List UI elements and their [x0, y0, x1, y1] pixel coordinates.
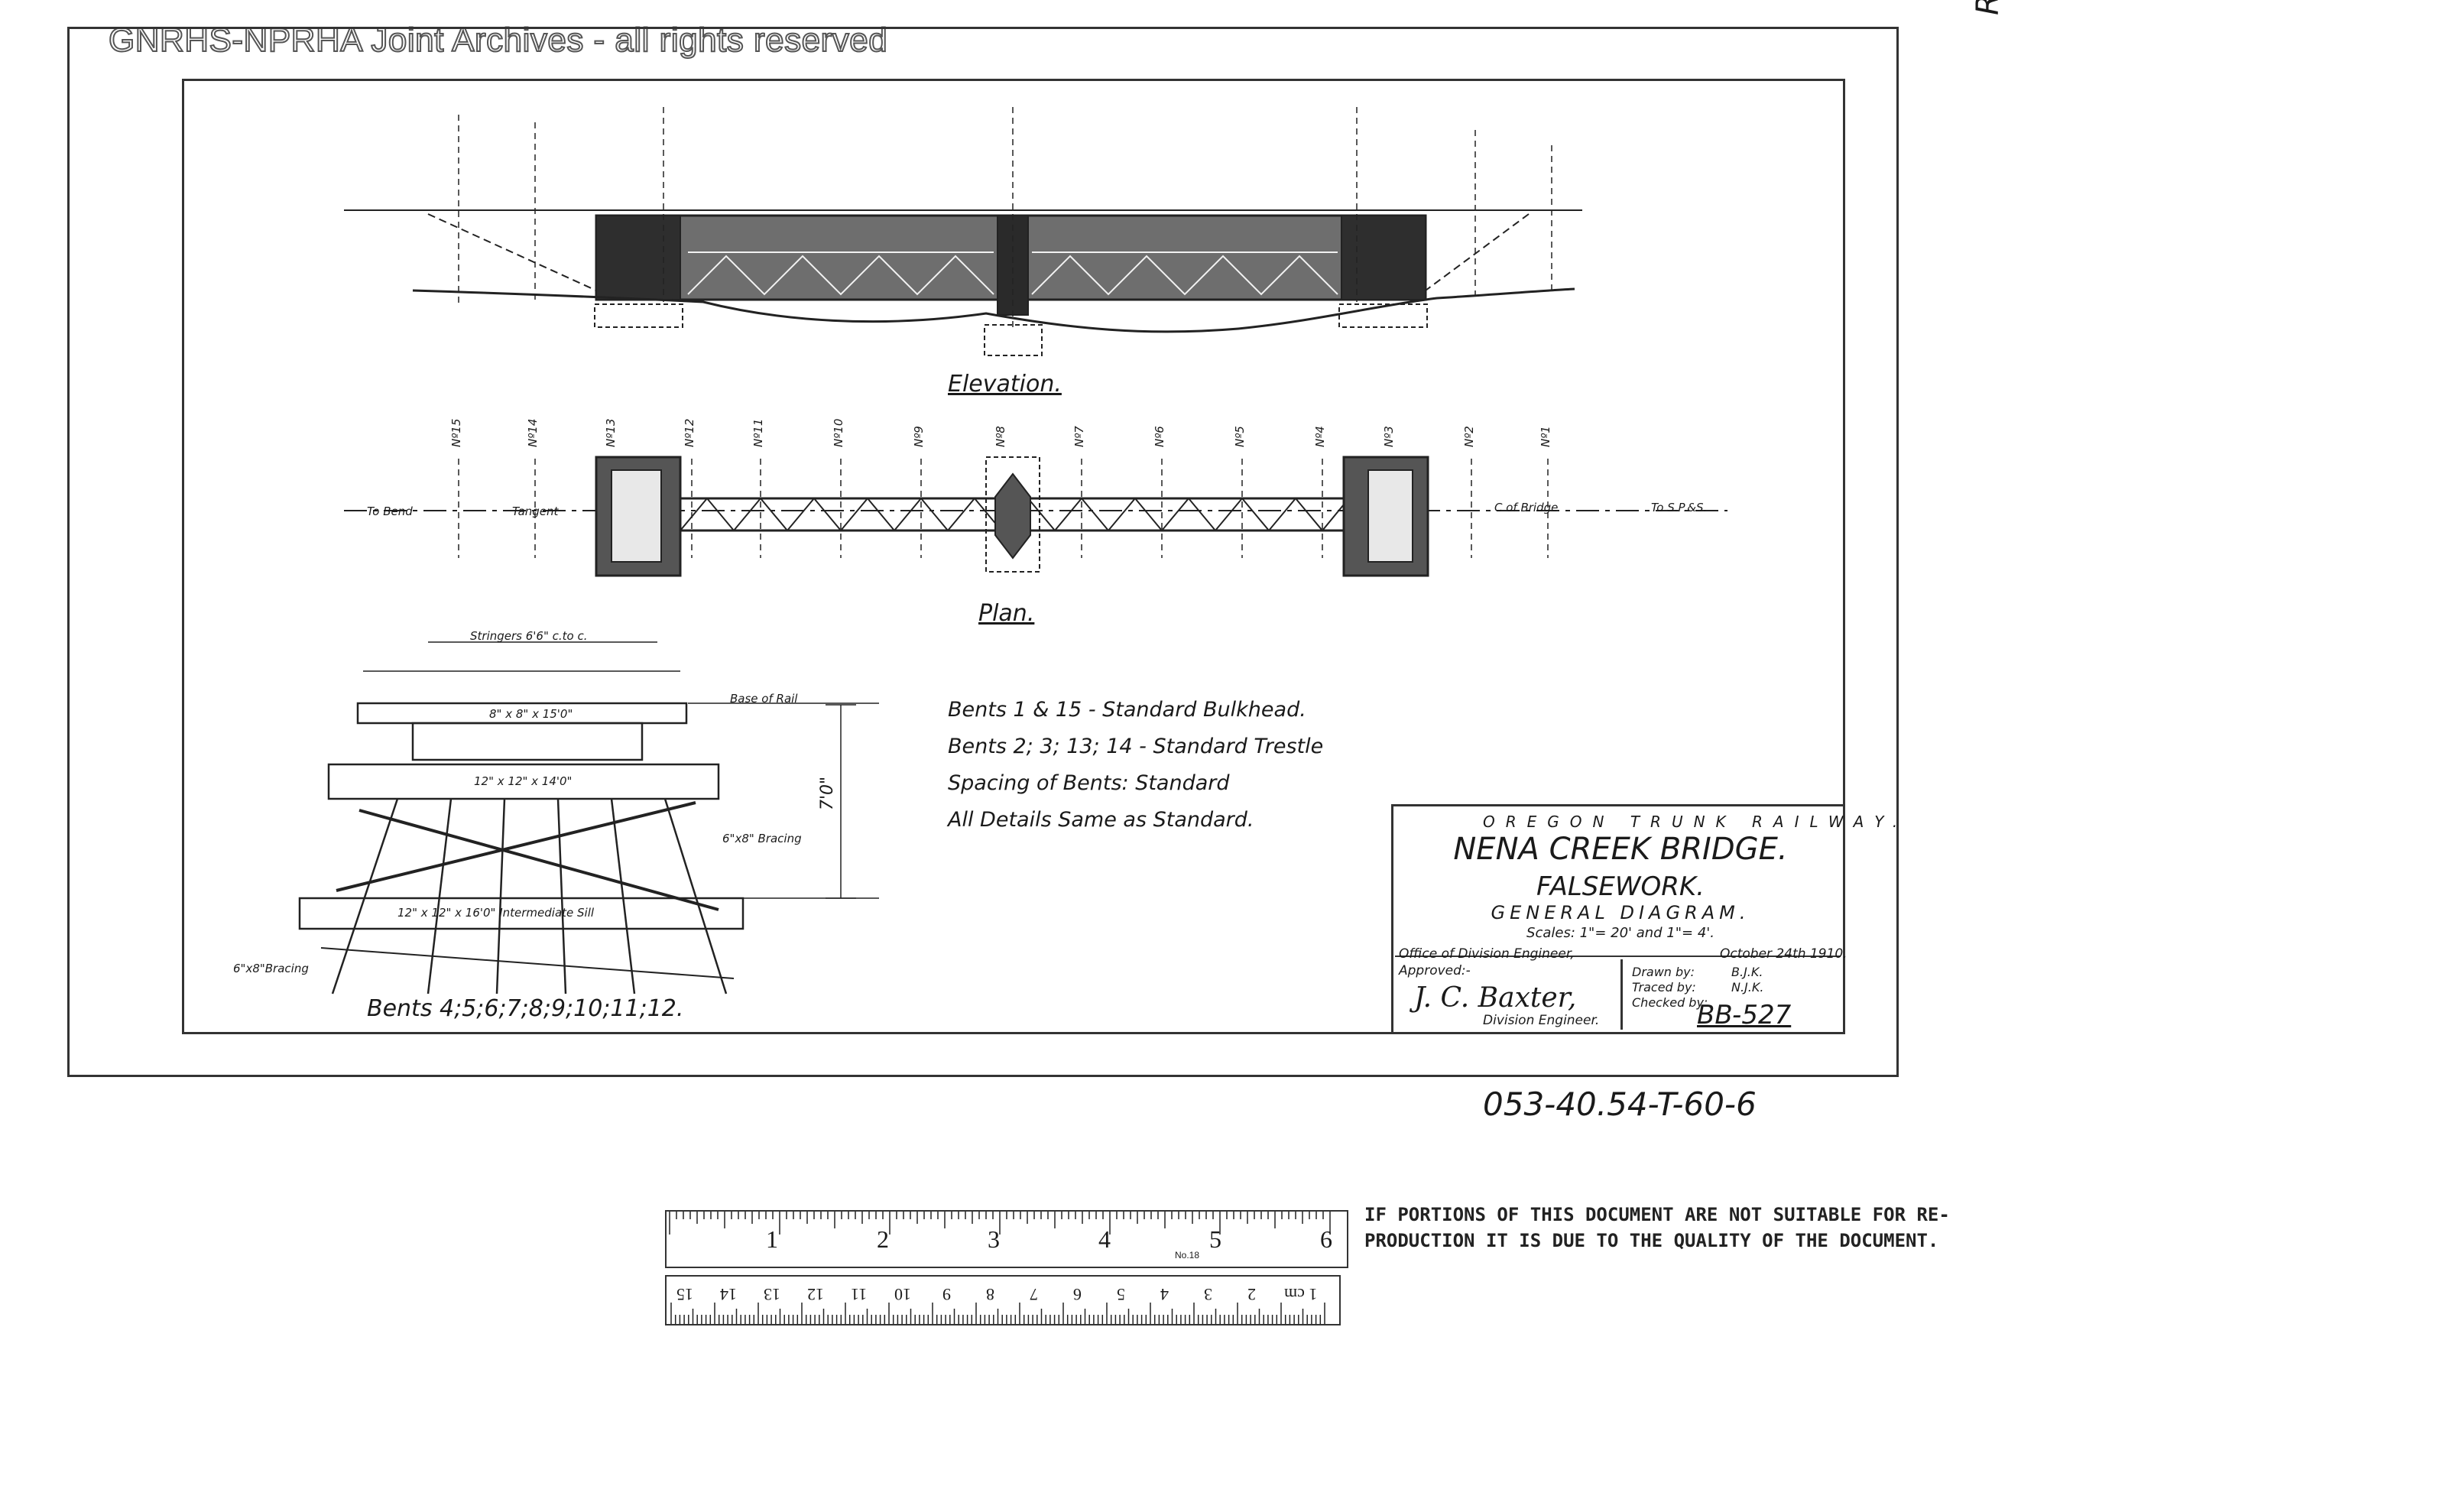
cm-label: 14	[720, 1285, 737, 1304]
note-line: All Details Same as Standard.	[948, 808, 1254, 832]
outer-sheet-border	[67, 27, 1899, 1077]
cm-label: 13	[764, 1285, 780, 1304]
bent-number: Nº4	[1313, 426, 1327, 447]
traced-by-label: Traced by:	[1632, 980, 1696, 994]
dim-height: 7'0"	[818, 776, 837, 810]
bent-number: Nº6	[1153, 426, 1166, 447]
cm-label: 3	[1204, 1285, 1212, 1304]
cm-label: 5	[1117, 1285, 1125, 1304]
cm-label: 11	[851, 1285, 868, 1304]
bent-number: Nº15	[449, 418, 463, 447]
bent-number: Nº8	[994, 426, 1007, 447]
dim-cap: 8" x 8" x 15'0"	[489, 707, 573, 721]
bent-number: Nº13	[604, 418, 618, 447]
note-line: Bents 2; 3; 13; 14 - Standard Trestle	[948, 735, 1324, 758]
title-initials: B.J.K. N.J.K.	[1731, 965, 1763, 995]
cm-label: 9	[942, 1285, 951, 1304]
drawn-by-label: Drawn by:	[1632, 965, 1695, 979]
drawing-number: BB-527	[1697, 1000, 1792, 1030]
note-line: Bents 1 & 15 - Standard Bulkhead.	[948, 698, 1306, 722]
inch-ruler: 1 2 3 4 5 6 No.18	[665, 1210, 1348, 1268]
checked-by-label: Checked by:	[1632, 995, 1708, 1010]
inch-label: 5	[1209, 1225, 1221, 1253]
bent-number: Nº5	[1233, 426, 1247, 447]
cm-label: 7	[1030, 1285, 1038, 1304]
cm-label: 8	[986, 1285, 994, 1304]
drawn-initials: B.J.K.	[1731, 965, 1763, 979]
plan-view	[344, 456, 1727, 577]
elevation-view	[344, 107, 1582, 356]
bent-number: Nº11	[751, 418, 765, 447]
cm-ruler-ticks	[670, 1303, 1325, 1324]
dim-stringers: Stringers 6'6" c.to c.	[470, 629, 588, 643]
bent-number: Nº9	[912, 426, 926, 447]
inch-label: 2	[877, 1225, 889, 1253]
cm-label: 12	[807, 1285, 824, 1304]
bent-number: Nº3	[1382, 426, 1396, 447]
title-division-engineer: Division Engineer.	[1483, 1013, 1600, 1028]
title-block-vertical-divider	[1620, 959, 1623, 1030]
title-railway: OREGON TRUNK RAILWAY.	[1483, 813, 1909, 831]
bent-number: Nº2	[1462, 426, 1476, 447]
ruler-model: No.18	[1175, 1250, 1200, 1261]
dim-base-of-rail: Base of Rail	[730, 692, 798, 706]
inch-label: 3	[988, 1225, 1000, 1253]
inch-label: 1	[766, 1225, 778, 1253]
dim-intermediate-sill: 12" x 12" x 16'0" Intermediate Sill	[397, 906, 595, 920]
cm-label: 1 cm	[1284, 1285, 1318, 1304]
bent-number: Nº12	[683, 418, 696, 447]
title-block	[1391, 804, 1843, 1032]
title-date: October 24th 1910.	[1720, 946, 1847, 962]
title-bridge: NENA CREEK BRIDGE.	[1453, 832, 1788, 867]
engineer-signature: J. C. Baxter,	[1414, 982, 1577, 1014]
notice-line: PRODUCTION IT IS DUE TO THE QUALITY OF T…	[1364, 1230, 1939, 1251]
cm-label: 15	[676, 1285, 693, 1304]
dim-bracing-left: 6"x8"Bracing	[233, 962, 309, 975]
drawing-border	[182, 79, 1845, 1034]
inch-ruler-ticks	[669, 1212, 1331, 1235]
title-diagram: GENERAL DIAGRAM.	[1491, 902, 1750, 923]
cm-label: 10	[894, 1285, 911, 1304]
notice-line: IF PORTIONS OF THIS DOCUMENT ARE NOT SUI…	[1364, 1204, 1950, 1225]
bent-number: Nº10	[832, 418, 845, 447]
bent-section-view	[298, 641, 879, 994]
bent-number: Nº14	[526, 418, 540, 447]
bent-number: Nº7	[1072, 426, 1086, 447]
title-approved: Approved:-	[1399, 963, 1471, 978]
elevation-title: Elevation.	[948, 371, 1062, 397]
reproduction-notice: IF PORTIONS OF THIS DOCUMENT ARE NOT SUI…	[1364, 1202, 2006, 1257]
dim-bracing: 6"x8" Bracing	[722, 832, 802, 845]
cm-label: 6	[1073, 1285, 1082, 1304]
plan-title: Plan.	[978, 600, 1035, 627]
title-scales: Scales: 1"= 20' and 1"= 4'.	[1526, 925, 1714, 941]
title-falsework: FALSEWORK.	[1536, 871, 1705, 902]
title-office: Office of Division Engineer,	[1399, 946, 1575, 962]
cm-ruler: 1 cm 2 3 4 5 6 7 8 9 10 11 12 13 14 15	[665, 1275, 1341, 1325]
inch-label: 4	[1098, 1225, 1111, 1253]
file-code: 053-40.54-T-60-6	[1483, 1085, 1757, 1123]
section-bents-label: Bents 4;5;6;7;8;9;10;11;12.	[367, 995, 684, 1022]
cm-label: 4	[1160, 1285, 1169, 1304]
traced-initials: N.J.K.	[1731, 980, 1764, 994]
cm-label: 2	[1247, 1285, 1256, 1304]
plan-label-to-sp: To S.P.&S.	[1651, 501, 1708, 514]
title-credits: Drawn by: Traced by: Checked by:	[1632, 965, 1708, 1011]
dim-sill: 12" x 12" x 14'0"	[474, 774, 573, 788]
plan-label-centerline: C of Bridge	[1494, 501, 1559, 514]
title-block-divider	[1395, 956, 1841, 957]
bent-number: Nº1	[1539, 426, 1552, 447]
plan-label-to-bend: To Bend	[367, 505, 413, 518]
inch-label: 6	[1320, 1225, 1332, 1253]
note-line: Spacing of Bents: Standard	[948, 771, 1230, 795]
general-notes: Bents 1 & 15 - Standard Bulkhead. Bents …	[948, 692, 1323, 839]
plan-label-tangent: Tangent	[512, 505, 559, 518]
